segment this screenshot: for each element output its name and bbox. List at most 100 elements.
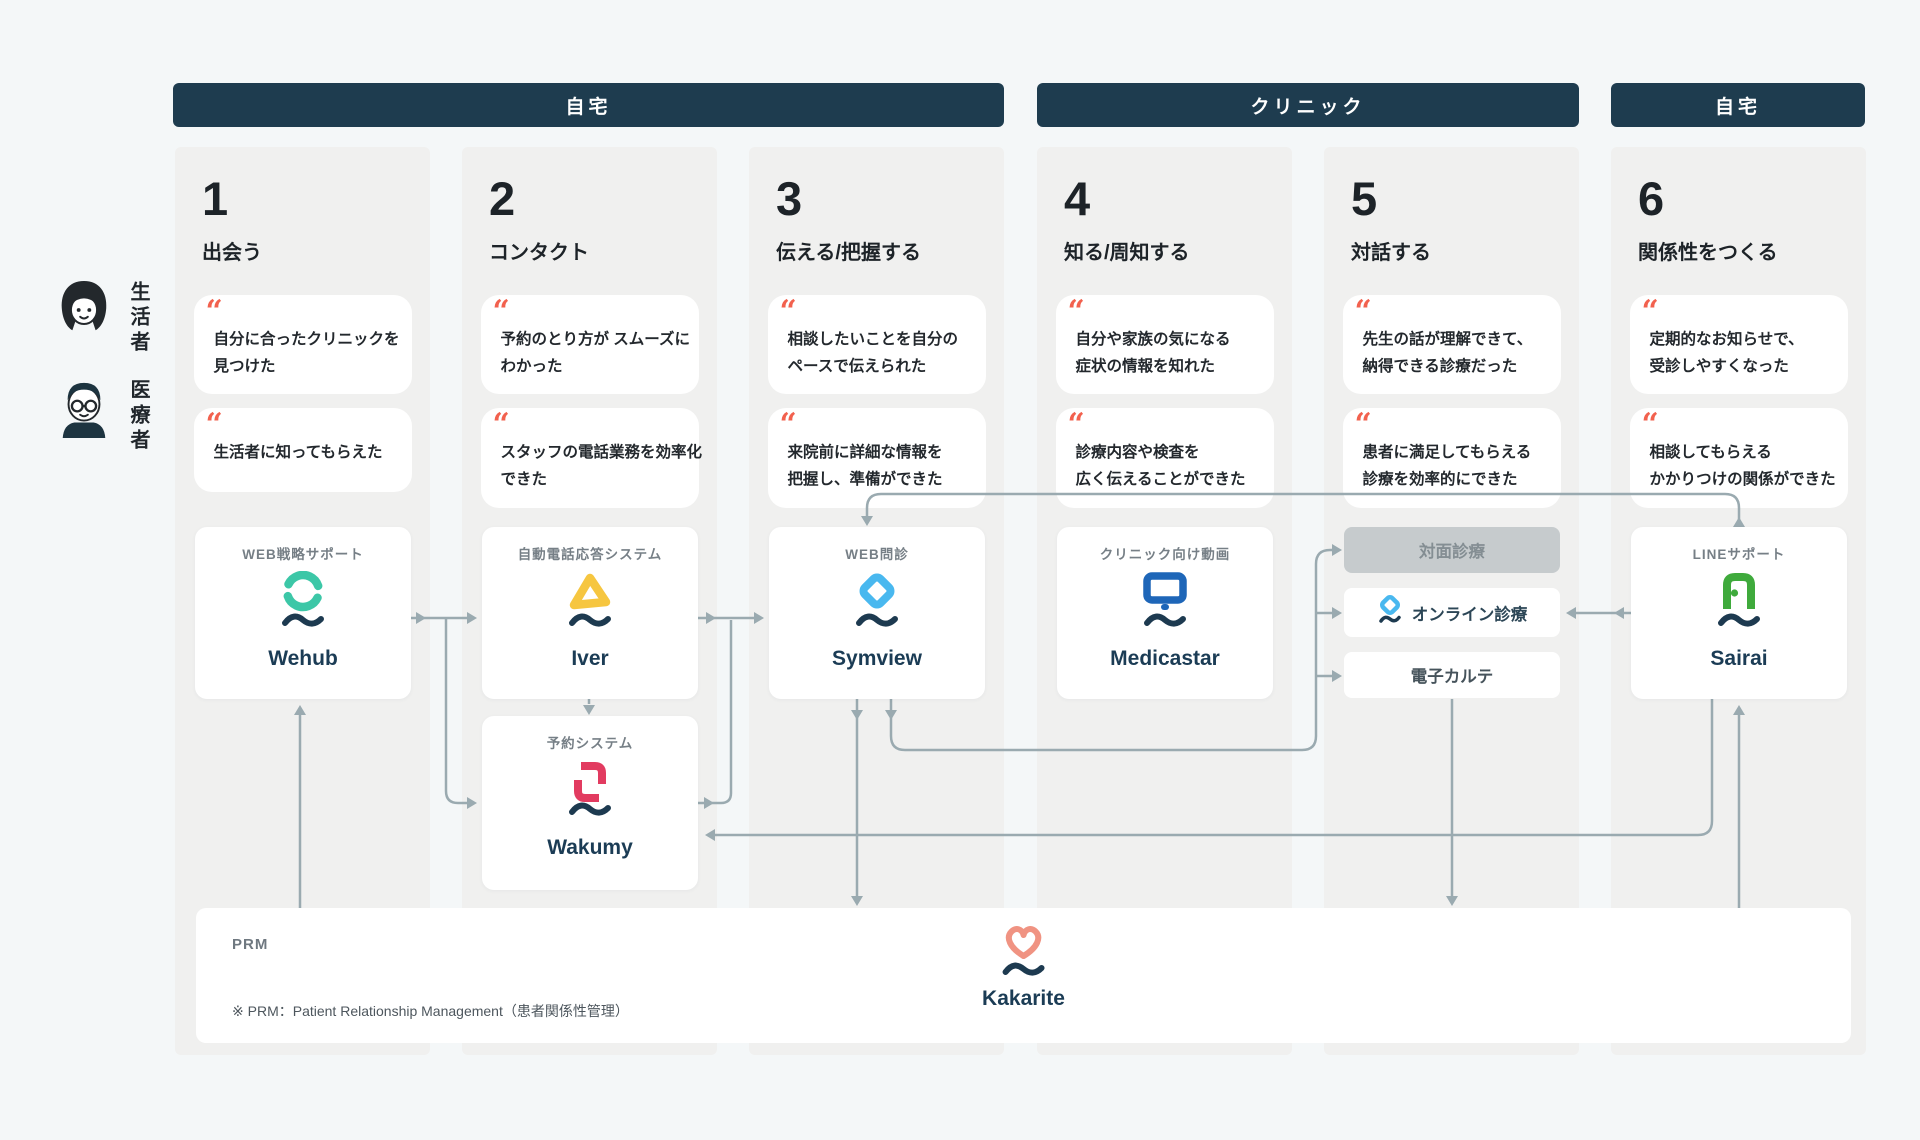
quote-card: “ 生活者に知ってもらえた bbox=[193, 407, 412, 493]
product-name: Sairai bbox=[1710, 647, 1768, 670]
quote-card: “ 来院前に詳細な情報を 把握し、準備ができた bbox=[767, 407, 986, 508]
quote-icon: “ bbox=[205, 294, 223, 329]
product-card-iver: 自動電話応答システム Iver bbox=[482, 527, 698, 699]
quote-text: 診療内容や検査を 広く伝えることができた bbox=[1076, 440, 1266, 493]
quote-text: 定期的なお知らせで、 受診しやすくなった bbox=[1650, 327, 1840, 380]
quote-line: 相談してもらえる bbox=[1649, 444, 1772, 462]
quote-line: 予約のとり方が スムーズに bbox=[500, 331, 691, 348]
option-box-in-person-care: 対面診療 bbox=[1344, 527, 1560, 573]
quote-icon: “ bbox=[492, 407, 510, 443]
quote-card: “ 自分や家族の気になる 症状の情報を知れた bbox=[1055, 294, 1274, 395]
quote-line: ペースで伝えられた bbox=[787, 357, 927, 375]
product-card-symview: WEB問診 Symview bbox=[769, 527, 985, 699]
quote-icon: “ bbox=[1641, 407, 1659, 443]
quote-line: わかった bbox=[500, 357, 563, 375]
product-category: 自動電話応答システム bbox=[517, 547, 663, 562]
online-care-mini-icon bbox=[1377, 595, 1403, 630]
prm-footnote: ※ PRM：Patient Relationship Management（患者… bbox=[232, 1003, 629, 1019]
option-box-electronic-chart: 電子カルテ bbox=[1344, 652, 1560, 698]
stage-title: コンタクト bbox=[489, 242, 589, 264]
product-card-wakumy: 予約システム Wakumy bbox=[482, 716, 698, 890]
quote-icon: “ bbox=[1354, 407, 1372, 443]
quote-card: “ 相談してもらえる かかりつけの関係ができた bbox=[1629, 407, 1848, 508]
quote-text: 患者に満足してもらえる 診療を効率的にできた bbox=[1363, 440, 1553, 493]
stage-number: 3 bbox=[776, 172, 803, 225]
stage-title: 出会う bbox=[202, 242, 262, 264]
quote-card: “ スタッフの電話業務を効率化 できた bbox=[480, 407, 703, 508]
product-category: LINEサポート bbox=[1692, 547, 1786, 562]
quote-icon: “ bbox=[492, 294, 510, 329]
kakarite-logo-icon bbox=[996, 922, 1050, 985]
product-name: Symview bbox=[832, 647, 922, 670]
stage-number: 5 bbox=[1351, 172, 1378, 225]
product-category: クリニック向け動画 bbox=[1099, 547, 1231, 562]
quote-text: 自分や家族の気になる 症状の情報を知れた bbox=[1076, 327, 1266, 380]
product-card-wehub: WEB戦略サポート Wehub bbox=[195, 527, 411, 699]
quote-line: 相談したいことを自分の bbox=[787, 331, 959, 348]
quote-icon: “ bbox=[1641, 294, 1659, 329]
quote-icon: “ bbox=[205, 407, 223, 443]
product-card-sairai: LINEサポート Sairai bbox=[1631, 527, 1847, 699]
option-label: オンライン診療 bbox=[1411, 605, 1528, 624]
quote-line: 先生の話が理解できて、 bbox=[1362, 331, 1533, 348]
location-bar-home-2: 自宅 bbox=[1611, 83, 1865, 127]
quote-card: “ 先生の話が理解できて、 納得できる診療だった bbox=[1342, 294, 1561, 395]
quote-line: かかりつけの関係ができた bbox=[1649, 470, 1836, 488]
quote-line: 患者に満足してもらえる bbox=[1362, 444, 1532, 462]
quote-line: 診療内容や検査を bbox=[1075, 444, 1200, 462]
symview-logo-icon bbox=[850, 571, 904, 647]
quote-card: “ 定期的なお知らせで、 受診しやすくなった bbox=[1629, 294, 1848, 395]
option-label: 電子カルテ bbox=[1410, 668, 1494, 686]
medical-avatar-icon bbox=[62, 382, 106, 438]
resident-avatar-icon bbox=[61, 281, 107, 331]
quote-card: “ 自分に合ったクリニックを 見つけた bbox=[193, 294, 412, 395]
product-name: Iver bbox=[571, 647, 609, 670]
prm-bar: PRM ※ PRM：Patient Relationship Managemen… bbox=[196, 908, 1851, 1043]
resident-avatar bbox=[55, 278, 113, 342]
location-bar-home-1: 自宅 bbox=[173, 83, 1004, 127]
quote-line: 見つけた bbox=[213, 357, 276, 375]
location-label: 自宅 bbox=[1714, 96, 1761, 118]
medical-avatar bbox=[55, 376, 113, 440]
quote-line: 生活者に知ってもらえた bbox=[213, 444, 383, 462]
stage-title: 対話する bbox=[1351, 242, 1431, 264]
stage-title: 関係性をつくる bbox=[1638, 242, 1778, 264]
quote-text: 先生の話が理解できて、 納得できる診療だった bbox=[1363, 327, 1553, 380]
wehub-logo-icon bbox=[276, 571, 330, 647]
option-box-online-care: オンライン診療 bbox=[1344, 588, 1560, 637]
quote-line: 納得できる診療だった bbox=[1362, 357, 1518, 375]
stage-title: 伝える/把握する bbox=[776, 242, 921, 264]
product-category: WEB戦略サポート bbox=[242, 547, 364, 562]
wakumy-logo-icon bbox=[563, 760, 617, 836]
location-label: クリニック bbox=[1250, 96, 1366, 118]
stage-number: 4 bbox=[1064, 172, 1091, 225]
location-bar-clinic: クリニック bbox=[1037, 83, 1579, 127]
product-category: WEB問診 bbox=[845, 547, 909, 562]
quote-icon: “ bbox=[779, 294, 797, 329]
product-card-kakarite: Kakarite bbox=[982, 922, 1065, 1011]
medicastar-logo-icon bbox=[1138, 571, 1192, 647]
product-category: 予約システム bbox=[546, 736, 634, 751]
quote-text: スタッフの電話業務を効率化 できた bbox=[501, 440, 703, 493]
option-label: 対面診療 bbox=[1419, 543, 1485, 561]
quote-text: 相談してもらえる かかりつけの関係ができた bbox=[1650, 440, 1840, 493]
prm-label: PRM bbox=[232, 936, 269, 953]
quote-line: 症状の情報を知れた bbox=[1075, 357, 1216, 375]
product-name: Wakumy bbox=[547, 836, 633, 859]
quote-line: 自分に合ったクリニックを bbox=[213, 331, 400, 348]
quote-icon: “ bbox=[1067, 294, 1085, 329]
quote-text: 自分に合ったクリニックを 見つけた bbox=[214, 327, 404, 380]
quote-icon: “ bbox=[779, 407, 797, 443]
product-name: Medicastar bbox=[1110, 647, 1220, 670]
quote-text: 相談したいことを自分の ペースで伝えられた bbox=[788, 327, 978, 380]
quote-card: “ 相談したいことを自分の ペースで伝えられた bbox=[767, 294, 986, 395]
quote-line: 受診しやすくなった bbox=[1649, 357, 1789, 375]
stage-number: 1 bbox=[202, 172, 229, 225]
iver-logo-icon bbox=[563, 571, 617, 647]
sairai-logo-icon bbox=[1712, 571, 1766, 647]
quote-text: 生活者に知ってもらえた bbox=[214, 440, 404, 467]
quote-icon: “ bbox=[1354, 294, 1372, 329]
quote-line: 広く伝えることができた bbox=[1075, 470, 1246, 488]
quote-card: “ 診療内容や検査を 広く伝えることができた bbox=[1055, 408, 1274, 508]
